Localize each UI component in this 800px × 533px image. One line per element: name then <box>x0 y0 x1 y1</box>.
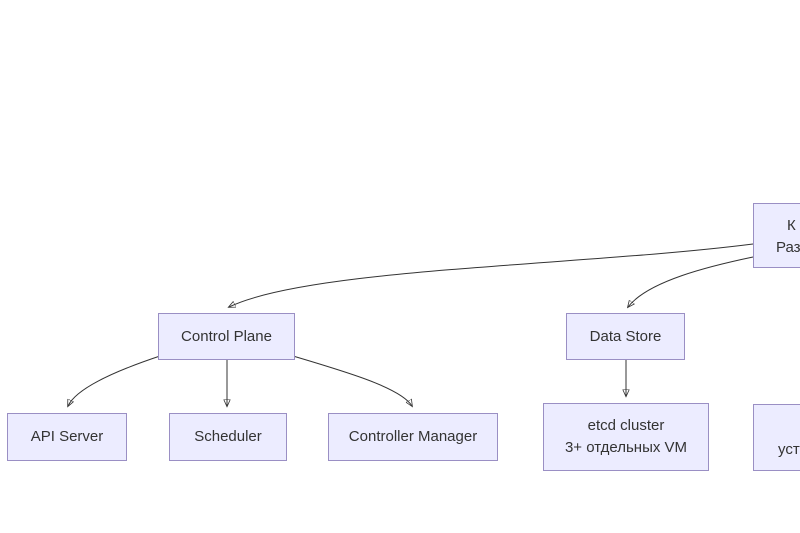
node-root-label-line1: К <box>787 217 796 234</box>
node-control-plane-label: Control Plane <box>181 327 272 345</box>
edge-control-plane-to-controller-manager <box>292 355 412 406</box>
node-bottom-right-label-line2: уста <box>778 441 800 458</box>
node-scheduler: Scheduler <box>169 413 287 461</box>
node-api-server-label: API Server <box>30 428 104 445</box>
node-controller-manager-label: Controller Manager <box>348 428 478 445</box>
node-etcd-label-line1: etcd cluster <box>587 417 665 434</box>
node-scheduler-label: Scheduler <box>194 428 262 445</box>
node-bottom-right-partial: уста <box>753 404 800 471</box>
node-etcd: etcd cluster 3+ отдельных VM <box>543 403 709 471</box>
node-root-label-line2: Раз <box>776 239 800 256</box>
node-api-server: API Server <box>7 413 127 461</box>
edge-root-to-control-plane <box>229 243 754 307</box>
node-root-partial: К Раз <box>753 203 800 268</box>
node-etcd-label-line2: 3+ отдельных VM <box>564 439 688 456</box>
edge-root-to-data-store <box>628 256 754 307</box>
node-data-store: Data Store <box>566 313 685 360</box>
node-data-store-label: Data Store <box>589 327 662 345</box>
node-control-plane: Control Plane <box>158 313 295 360</box>
edge-control-plane-to-api-server <box>68 355 161 406</box>
node-controller-manager: Controller Manager <box>328 413 498 461</box>
